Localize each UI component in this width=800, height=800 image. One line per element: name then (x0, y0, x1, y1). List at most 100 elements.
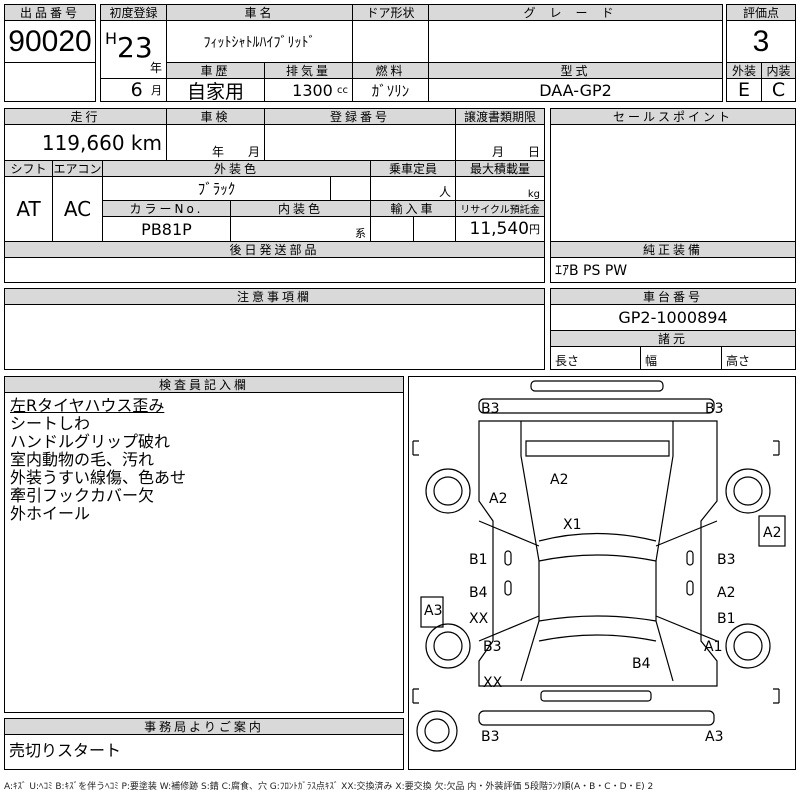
score-value: 3 (726, 20, 796, 63)
transfer-value: 月日 (455, 124, 545, 161)
mileage-value: 119,660 km (4, 124, 167, 161)
int-score-label: 内装 (761, 62, 796, 79)
car-name: ﾌｨｯﾄｼｬﾄﾙﾊｲﾌﾞﾘｯﾄﾞ (166, 20, 353, 63)
damage-code: A1 (704, 639, 723, 655)
displacement-label: 排気量 (264, 62, 353, 79)
shift-label: シフト (4, 160, 53, 177)
remark-line: 牽引フックカバー欠 (10, 486, 155, 505)
day-unit: 日 (527, 145, 540, 159)
int-color-label: 内装色 (230, 200, 371, 217)
inspector-label: 検査員記入欄 (4, 376, 404, 393)
ext-color-extra (330, 176, 371, 201)
score-label: 評価点 (726, 4, 796, 21)
reg-no-value (264, 124, 456, 161)
inspection-label: 車検 (166, 108, 265, 125)
recycle-label: リサイクル預託金 (455, 200, 545, 217)
sales-point-body (550, 124, 796, 242)
spec-length: 長さ (550, 346, 641, 370)
month: 6 (130, 79, 143, 101)
notes-label: 注意事項欄 (4, 288, 545, 305)
displacement-unit: cc (337, 84, 348, 96)
damage-code: XX (483, 675, 503, 691)
office-label: 事務局よりご案内 (4, 718, 404, 735)
first-reg-label: 初度登録 (100, 4, 167, 21)
fuel-value: ｶﾞｿﾘﾝ (352, 78, 429, 102)
capacity-label: 乗車定員 (370, 160, 456, 177)
history-value: 自家用 (166, 78, 265, 102)
ext-color-value: ﾌﾞﾗｯｸ (102, 176, 331, 201)
damage-code: B3 (483, 639, 502, 655)
ac-value: AC (52, 176, 103, 242)
year: 23 (117, 31, 153, 64)
year-unit: 年 (149, 61, 162, 75)
notes-body (4, 304, 545, 370)
car-outline-icon (412, 380, 786, 752)
shift-value: AT (4, 176, 53, 242)
ext-color-label: 外装色 (102, 160, 371, 177)
inspection-value: 年月 (166, 124, 265, 161)
damage-code: B3 (705, 401, 724, 417)
spec-label: 諸元 (550, 330, 796, 347)
month-unit: 月 (247, 145, 260, 159)
damage-code: B1 (717, 611, 736, 627)
remark-line: シートしわ (10, 414, 91, 433)
damage-code: XX (469, 611, 489, 627)
chassis-value: GP2-1000894 (550, 304, 796, 331)
lot-blank (4, 62, 96, 102)
damage-diagram: B3 B3 A2 A2 X1 A2 B1 B3 B4 A2 XX B1 A3 B… (408, 376, 796, 770)
inspector-remarks: 左Rタイヤハウス歪み シートしわ ハンドルグリップ破れ 室内動物の毛、汚れ 外装… (4, 392, 404, 713)
chassis-label: 車台番号 (550, 288, 796, 305)
equipment-value: ｴｱB PS PW (550, 257, 796, 283)
reg-no-label: 登録番号 (264, 108, 456, 125)
fuel-label: 燃料 (352, 62, 429, 79)
damage-code: A3 (705, 729, 724, 745)
era: H (105, 29, 118, 48)
damage-code: X1 (563, 517, 582, 533)
lot-number: 90020 (4, 20, 96, 63)
color-no-value: PB81P (102, 216, 231, 242)
damage-code: B1 (469, 552, 488, 568)
first-reg-year: H 23 年 (100, 20, 167, 79)
door-label: ドア形状 (352, 4, 429, 21)
office-value: 売切りスタート (4, 734, 404, 770)
damage-code: A2 (717, 585, 736, 601)
legend: A:ｷｽﾞ U:ﾍｺﾐ B:ｷｽﾞを伴うﾍｺﾐ P:要塗装 W:補修跡 S:錆 … (4, 782, 654, 792)
door-value (352, 20, 429, 63)
damage-code: B3 (481, 401, 500, 417)
remark-line: 外装うすい線傷、色あせ (10, 468, 187, 487)
int-color-unit: 系 (230, 216, 371, 242)
spec-width: 幅 (640, 346, 722, 370)
sales-point-label: セールスポイント (550, 108, 796, 125)
grade-value (428, 20, 723, 63)
import-a (370, 216, 414, 242)
remark-line: ハンドルグリップ破れ (10, 432, 171, 451)
year-unit: 年 (211, 145, 224, 159)
int-score: C (761, 78, 796, 102)
color-no-label: カラーNo. (102, 200, 231, 217)
month-unit: 月 (491, 145, 504, 159)
equipment-label: 純正装備 (550, 241, 796, 258)
damage-code: A2 (763, 525, 782, 541)
spec-height: 高さ (721, 346, 796, 370)
import-label: 輸入車 (370, 200, 456, 217)
import-b (413, 216, 456, 242)
ext-score-label: 外装 (726, 62, 762, 79)
model-value: DAA-GP2 (428, 78, 723, 102)
ac-label: エアコン (52, 160, 103, 177)
damage-code: A2 (489, 491, 508, 507)
first-reg-month: 6 月 (100, 78, 167, 102)
history-label: 車歴 (166, 62, 265, 79)
later-parts-body (4, 257, 545, 283)
max-load-label: 最大積載量 (455, 160, 545, 177)
capacity-unit: 人 (370, 176, 456, 201)
damage-code: B3 (481, 729, 500, 745)
damage-code: B4 (469, 585, 488, 601)
max-load-unit: kg (455, 176, 545, 201)
remark-line: 室内動物の毛、汚れ (10, 450, 155, 469)
displacement: 1300 cc (264, 78, 353, 102)
mileage-label: 走行 (4, 108, 167, 125)
damage-code: B4 (632, 656, 651, 672)
damage-code: A3 (424, 603, 443, 619)
grade-label: グレード (428, 4, 723, 21)
